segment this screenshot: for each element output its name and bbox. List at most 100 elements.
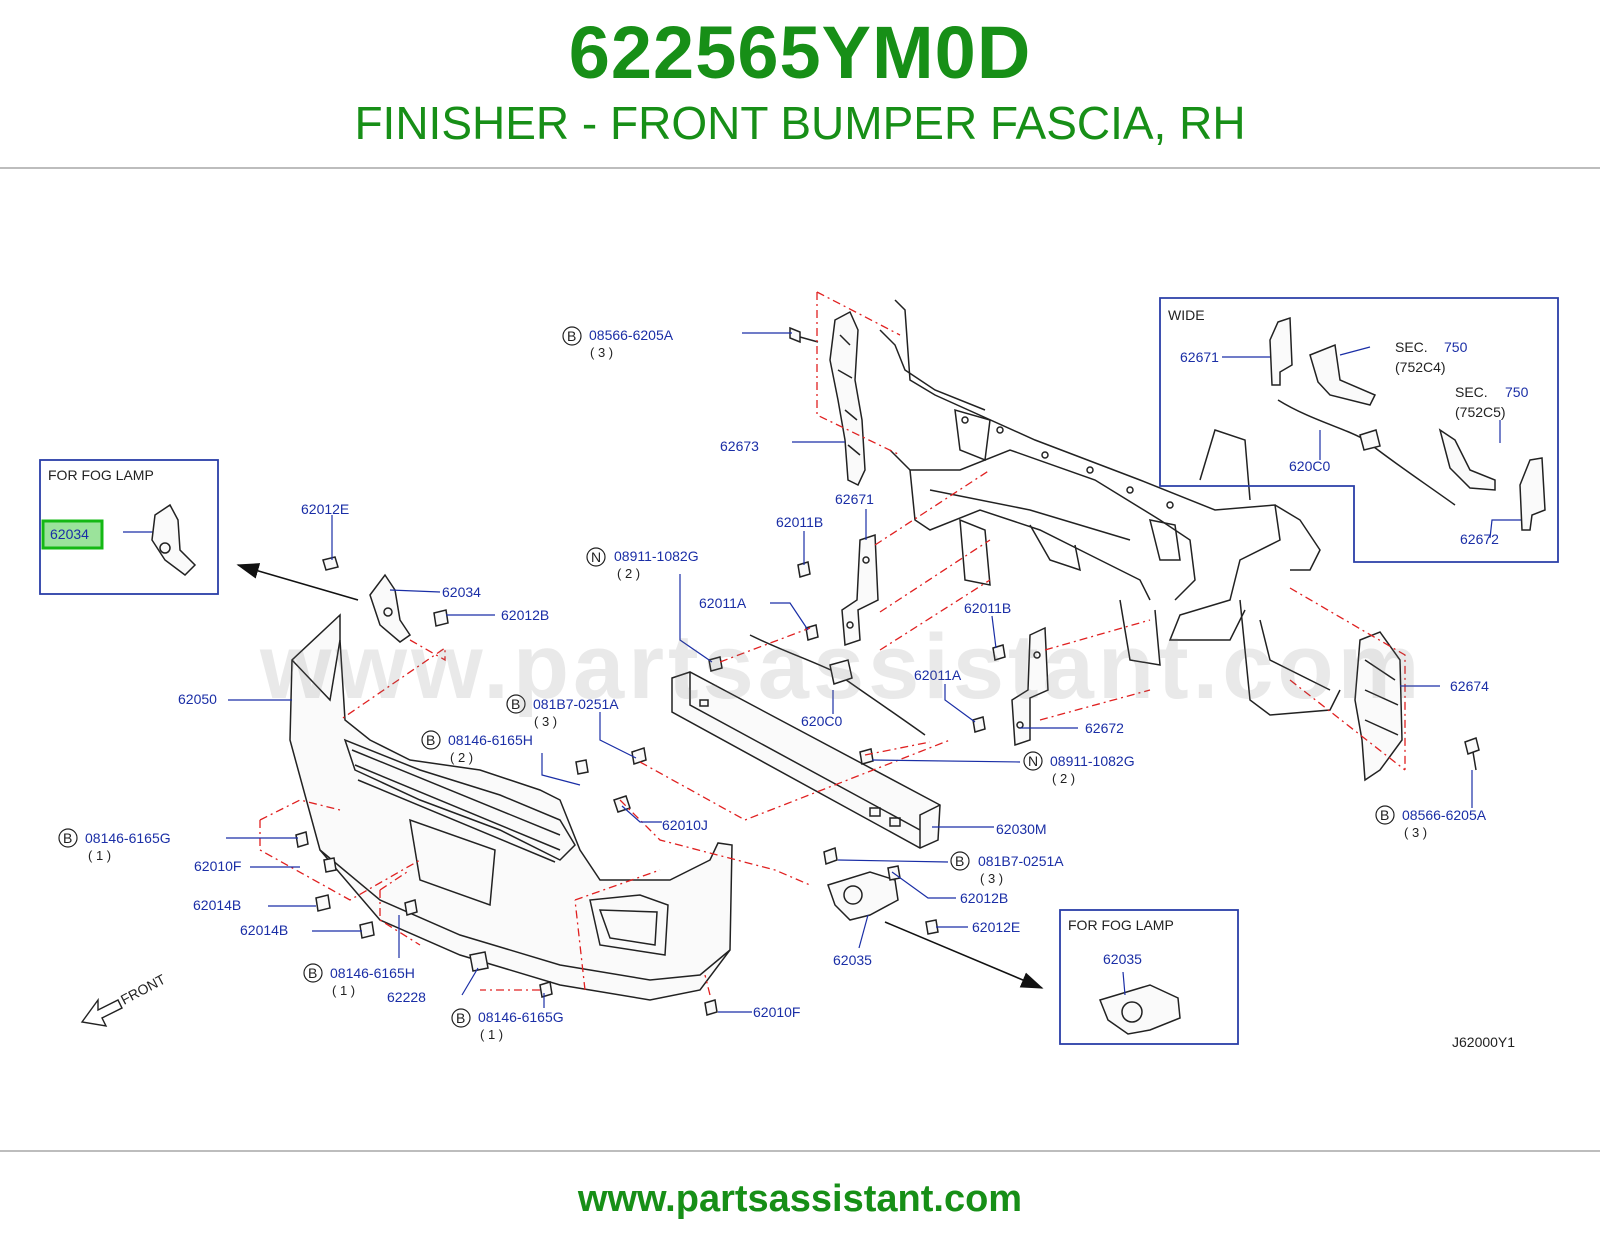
bumper-fascia-62050: [289, 613, 733, 1001]
label-62035[interactable]: 62035: [833, 952, 872, 968]
label-62012e-bottom[interactable]: 62012E: [972, 919, 1020, 935]
label-62228[interactable]: 62228: [387, 989, 426, 1005]
label-08566-6205a-top[interactable]: 08566-6205A: [589, 327, 674, 343]
bracket-62672: [1011, 626, 1049, 747]
vehicle-body-frame: [879, 299, 1341, 716]
label-62673[interactable]: 62673: [720, 438, 759, 454]
watermark-text: www.partsassistant.com: [260, 616, 1424, 718]
footer-divider: [0, 1150, 1600, 1152]
fog-box-left-part[interactable]: 62034: [50, 526, 89, 542]
sec-link-1[interactable]: 750: [1444, 339, 1468, 355]
sec-link-2[interactable]: 750: [1505, 384, 1529, 400]
svg-text:B: B: [426, 732, 435, 748]
bolt-08566-top: [789, 326, 819, 344]
qty-08146h-top: ( 2 ): [450, 750, 473, 765]
label-081b7-0251a-top[interactable]: 081B7-0251A: [533, 696, 619, 712]
label-620c0[interactable]: 620C0: [801, 713, 842, 729]
fog-box-right-title: FOR FOG LAMP: [1068, 917, 1174, 933]
label-62011b-a[interactable]: 62011B: [776, 514, 823, 530]
qty-081b7-top: ( 3 ): [534, 714, 557, 729]
reinforcement-62030m: [671, 671, 941, 849]
label-62014b-a[interactable]: 62014B: [193, 897, 241, 913]
label-62011b-b[interactable]: 62011B: [964, 600, 1011, 616]
qty-08566-bottom: ( 3 ): [1404, 825, 1427, 840]
arrow-to-fog-box-right: [884, 921, 1044, 989]
cable-620c0: [749, 634, 926, 736]
label-62010j[interactable]: 62010J: [662, 817, 708, 833]
qty-08566-top: ( 3 ): [590, 345, 613, 360]
wide-box-title: WIDE: [1168, 307, 1205, 323]
svg-text:B: B: [456, 1010, 465, 1026]
diagram-code: J62000Y1: [1452, 1034, 1515, 1050]
label-62011a-b[interactable]: 62011A: [914, 667, 962, 683]
fog-lamp-box-left: FOR FOG LAMP 62034: [39, 459, 219, 595]
label-62034[interactable]: 62034: [442, 584, 481, 600]
svg-text:N: N: [1028, 753, 1038, 769]
svg-text:B: B: [567, 328, 576, 344]
label-08146-6165g-bottom[interactable]: 08146-6165G: [478, 1009, 564, 1025]
svg-text:N: N: [591, 549, 601, 565]
fog-box-right-part[interactable]: 62035: [1103, 951, 1142, 967]
label-62671-wide[interactable]: 62671: [1180, 349, 1219, 365]
qty-08146g-left: ( 1 ): [88, 848, 111, 863]
part-name-subtitle: FINISHER - FRONT BUMPER FASCIA, RH: [354, 97, 1246, 149]
label-08566-6205a-bottom[interactable]: 08566-6205A: [1402, 807, 1487, 823]
wide-variant-box: WIDE SEC. 750 (752C4) SEC. 750 (752C5): [1159, 297, 1559, 563]
qty-08911-bottom: ( 2 ): [1052, 771, 1075, 786]
label-62672[interactable]: 62672: [1085, 720, 1124, 736]
sec-label-2: SEC.: [1455, 384, 1488, 400]
fog-bracket-62034: [369, 573, 412, 643]
label-08146-6165h-top[interactable]: 08146-6165H: [448, 732, 533, 748]
label-62012b-bottom[interactable]: 62012B: [960, 890, 1008, 906]
sec-label-1: SEC.: [1395, 339, 1428, 355]
label-62050[interactable]: 62050: [178, 691, 217, 707]
svg-text:B: B: [955, 853, 964, 869]
page-header: 622565YM0D FINISHER - FRONT BUMPER FASCI…: [0, 0, 1600, 168]
label-62030m[interactable]: 62030M: [996, 821, 1047, 837]
fog-lamp-box-right: FOR FOG LAMP 62035: [1059, 909, 1239, 1045]
arrow-to-fog-box-left: [236, 563, 359, 601]
qty-08146h-bottom: ( 1 ): [332, 983, 355, 998]
sec-sub-1: (752C4): [1395, 359, 1446, 375]
qty-08911-top: ( 2 ): [617, 566, 640, 581]
label-62672-wide[interactable]: 62672: [1460, 531, 1499, 547]
label-08911-1082g-bottom[interactable]: 08911-1082G: [1050, 753, 1135, 769]
alignment-lines: [259, 291, 1406, 996]
highlighted-part-box: [41, 519, 104, 550]
bracket-62671: [841, 533, 879, 647]
svg-text:B: B: [63, 830, 72, 846]
part-labels: B 08566-6205A ( 3 ) 62673 62671 620C0 62…: [58, 326, 1515, 1050]
fog-box-left-title: FOR FOG LAMP: [48, 467, 154, 483]
side-bracket-62674: [1354, 631, 1403, 782]
sec-sub-2: (752C5): [1455, 404, 1506, 420]
fog-bracket-62035: [827, 871, 899, 921]
label-62010f-bottom[interactable]: 62010F: [753, 1004, 800, 1020]
label-620c0-wide[interactable]: 620C0: [1289, 458, 1330, 474]
svg-text:B: B: [511, 696, 520, 712]
qty-081b7-bottom: ( 3 ): [980, 871, 1003, 886]
bolt-08566-bottom: [1464, 737, 1480, 771]
front-arrow-icon: FRONT: [80, 971, 168, 1027]
label-62010f-left[interactable]: 62010F: [194, 858, 241, 874]
svg-text:B: B: [308, 965, 317, 981]
label-62012b-top[interactable]: 62012B: [501, 607, 549, 623]
label-62674[interactable]: 62674: [1450, 678, 1489, 694]
bracket-62673: [829, 310, 866, 487]
label-62012e-top[interactable]: 62012E: [301, 501, 349, 517]
footer-url-link[interactable]: www.partsassistant.com: [577, 1178, 1023, 1220]
label-62011a-a[interactable]: 62011A: [699, 595, 747, 611]
svg-text:B: B: [1380, 807, 1389, 823]
header-divider: [0, 167, 1600, 169]
label-08911-1082g-top[interactable]: 08911-1082G: [614, 548, 699, 564]
fasteners: [295, 556, 1006, 1016]
part-number-title: 622565YM0D: [568, 11, 1032, 94]
label-08146-6165g-left[interactable]: 08146-6165G: [85, 830, 171, 846]
front-label: FRONT: [118, 971, 168, 1008]
qty-08146g-bottom: ( 1 ): [480, 1027, 503, 1042]
leader-lines: [123, 332, 1525, 1013]
label-08146-6165h-bottom[interactable]: 08146-6165H: [330, 965, 415, 981]
label-62014b-b[interactable]: 62014B: [240, 922, 288, 938]
label-081b7-0251a-bottom[interactable]: 081B7-0251A: [978, 853, 1064, 869]
label-62671[interactable]: 62671: [835, 491, 874, 507]
